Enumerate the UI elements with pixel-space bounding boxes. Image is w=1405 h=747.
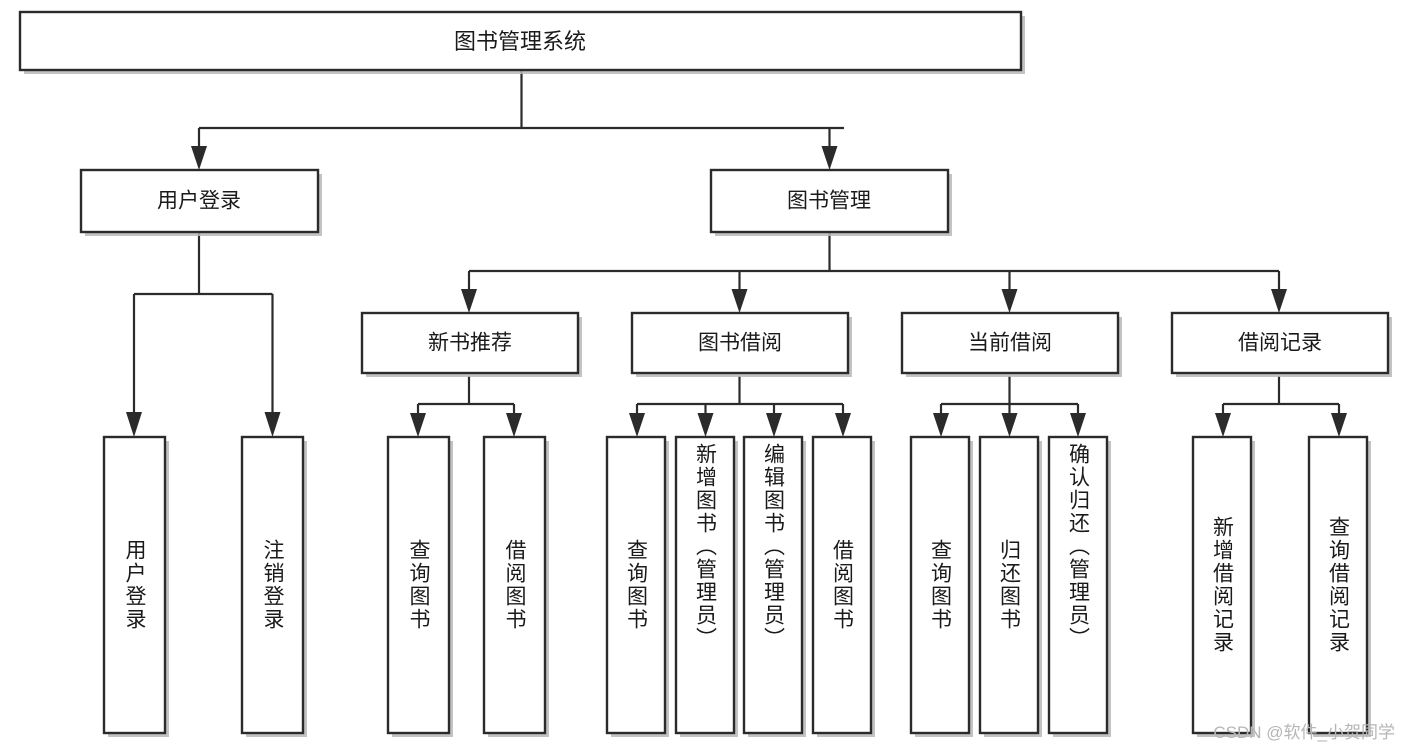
current-borrow-label: 当前借阅 — [968, 332, 1052, 355]
arrow-bb-leaf-4 — [835, 413, 851, 437]
leaf-query-book-2-box[interactable] — [605, 435, 667, 735]
leaf-borrow-book-1-box[interactable] — [482, 435, 547, 735]
node-user-login[interactable]: 用户登录 — [79, 168, 322, 236]
csdn-watermark: CSDN @软件_小贺同学 — [1213, 723, 1395, 742]
arrow-bm-to-current-borrow — [1001, 289, 1018, 313]
arrow-user-login-leaf-2 — [264, 412, 281, 437]
leaf-logout-box[interactable] — [240, 435, 305, 735]
arrow-bb-leaf-3 — [766, 413, 782, 437]
node-root[interactable]: 图书管理系统 — [18, 10, 1025, 74]
book-manage-label: 图书管理 — [787, 190, 871, 213]
user-login-box — [79, 168, 320, 234]
leaf-query-record-box[interactable] — [1307, 435, 1369, 735]
arrow-br-leaf-1 — [1215, 413, 1231, 437]
arrow-nbr-leaf-2 — [506, 413, 522, 437]
arrow-cb-leaf-3 — [1070, 413, 1086, 437]
book-borrow-box — [630, 311, 850, 375]
borrow-record-box — [1170, 311, 1390, 375]
arrow-bm-to-book-borrow — [731, 289, 748, 313]
leaf-user-login-box[interactable] — [102, 435, 167, 735]
leaf-borrow-book-2-box[interactable] — [811, 435, 873, 735]
user-login-label: 用户登录 — [157, 190, 241, 213]
arrow-bb-leaf-2 — [697, 413, 714, 437]
borrow-record-label: 借阅记录 — [1238, 332, 1322, 355]
arrow-bb-leaf-1 — [629, 413, 645, 437]
new-book-rec-box — [360, 311, 580, 375]
arrow-cb-leaf-2 — [1001, 413, 1018, 437]
arrow-root-to-book-manage — [821, 146, 838, 170]
new-book-rec-label: 新书推荐 — [428, 332, 512, 355]
leaf-return-book-box[interactable] — [978, 435, 1040, 735]
node-book-borrow[interactable]: 图书借阅 — [630, 311, 852, 377]
root-box — [18, 10, 1023, 72]
leaf-add-book-box[interactable] — [674, 435, 736, 735]
leaf-edit-book-box[interactable] — [742, 435, 804, 735]
leaf-query-book-3-box[interactable] — [909, 435, 971, 735]
leaf-boxes — [102, 435, 1371, 737]
node-current-borrow[interactable]: 当前借阅 — [900, 311, 1122, 377]
arrow-user-login-leaf-1 — [126, 412, 142, 437]
node-book-manage[interactable]: 图书管理 — [709, 168, 952, 236]
arrow-root-to-user-login — [191, 146, 207, 170]
node-new-book-rec[interactable]: 新书推荐 — [360, 311, 582, 377]
leaf-confirm-return-box[interactable] — [1047, 435, 1109, 735]
arrow-br-leaf-2 — [1331, 413, 1347, 437]
current-borrow-box — [900, 311, 1120, 375]
arrow-cb-leaf-1 — [933, 413, 949, 437]
arrow-bm-to-new-book-rec — [461, 289, 477, 313]
book-borrow-label: 图书借阅 — [698, 332, 782, 355]
arrow-bm-to-borrow-record — [1271, 289, 1287, 313]
node-borrow-record[interactable]: 借阅记录 — [1170, 311, 1392, 377]
connectors — [126, 70, 1347, 437]
leaf-add-record-box[interactable] — [1191, 435, 1253, 735]
leaf-query-book-1-box[interactable] — [386, 435, 451, 735]
arrow-nbr-leaf-1 — [410, 413, 426, 437]
book-manage-box — [709, 168, 950, 234]
root-label: 图书管理系统 — [454, 29, 586, 54]
